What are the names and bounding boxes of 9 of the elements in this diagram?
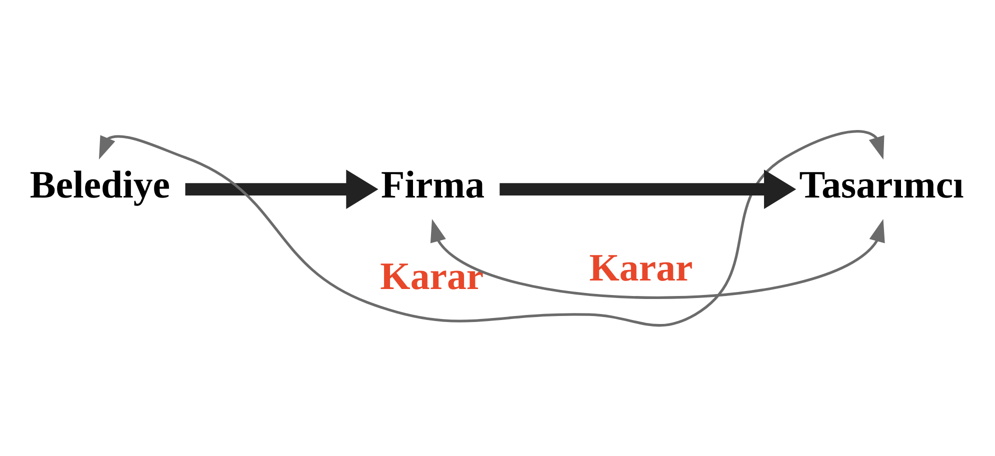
node-text: Tasarımcı [799, 162, 964, 206]
arrow [430, 218, 885, 298]
arrow [185, 169, 378, 208]
arrow [500, 169, 796, 208]
edge-label: Karar [589, 246, 693, 289]
edge-label: Karar [380, 254, 484, 298]
node-text: Belediye [30, 162, 170, 206]
node-text: Firma [381, 162, 485, 206]
arrow [98, 130, 884, 326]
